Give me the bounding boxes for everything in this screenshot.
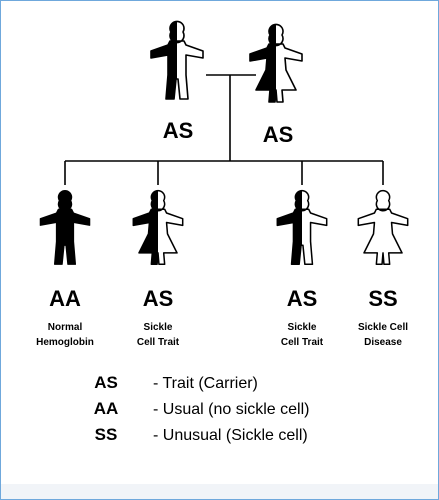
legend-code-1: AS <box>94 373 118 392</box>
child-1-caption-line2: Hemoglobin <box>36 337 94 348</box>
legend-code-3: SS <box>95 425 118 444</box>
child-1-caption-line1: Normal <box>48 322 83 333</box>
legend-desc-3: - Unusual (Sickle cell) <box>153 427 308 444</box>
child-4-genotype: SS <box>368 286 397 311</box>
legend-desc-2: - Usual (no sickle cell) <box>153 401 309 418</box>
legend-desc-1: - Trait (Carrier) <box>153 375 258 392</box>
child-1-figure <box>39 190 91 265</box>
parent-2-genotype: AS <box>263 122 294 147</box>
figures-layer <box>39 20 409 266</box>
child-3-caption-line2: Cell Trait <box>281 337 324 348</box>
pedigree-lines <box>64 74 384 185</box>
legend-code-2: AA <box>94 399 119 418</box>
child-4-figure <box>357 189 409 266</box>
child-1-genotype: AA <box>49 286 81 311</box>
child-2-genotype: AS <box>143 286 174 311</box>
child-2-figure <box>132 189 184 266</box>
child-3-genotype: AS <box>287 286 318 311</box>
parent-2-figure <box>249 23 303 103</box>
child-4-caption-line2: Disease <box>364 337 402 348</box>
child-2-caption-line1: Sickle <box>144 322 173 333</box>
parent-1-figure <box>150 20 204 100</box>
child-3-figure <box>276 189 328 266</box>
parent-1-genotype: AS <box>163 118 194 143</box>
legend: AS - Trait (Carrier) AA - Usual (no sick… <box>94 373 310 444</box>
child-4-caption-line1: Sickle Cell <box>358 322 408 333</box>
child-2-caption-line2: Cell Trait <box>137 337 180 348</box>
footer-strip <box>1 484 438 499</box>
child-3-caption-line1: Sickle <box>288 322 317 333</box>
